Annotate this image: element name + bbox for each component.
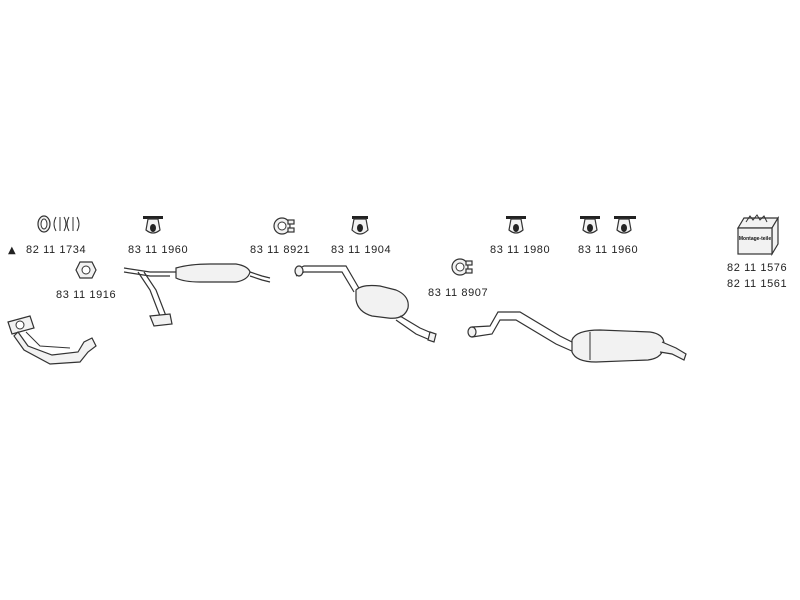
part-number-seal-ring: 83 11 1916 — [56, 289, 116, 301]
part-number-hanger-2: 83 11 1904 — [331, 244, 391, 256]
part-number-hanger-4: 83 11 1960 — [578, 244, 638, 256]
centre-silencer-section — [294, 265, 437, 343]
part-number-gasket-set: 82 11 1734 — [26, 244, 86, 256]
part-number-clamp-1: 83 11 8921 — [250, 244, 310, 256]
rubber-hanger-2-icon — [351, 216, 369, 235]
part-number-clamp-2: 83 11 8907 — [428, 287, 488, 299]
front-silencer-section — [123, 263, 271, 327]
pipe-clamp-1-icon — [273, 217, 295, 235]
part-number-mounting-kit-2: 82 11 1561 — [727, 278, 787, 290]
seal-ring-icon — [75, 261, 97, 279]
marker-triangle-icon: ▲ — [8, 245, 16, 256]
pipe-clamp-2-icon — [451, 258, 473, 276]
rubber-hanger-3-icon — [506, 216, 526, 234]
gasket-set-icon — [37, 215, 80, 233]
part-number-hanger-1: 83 11 1960 — [128, 244, 188, 256]
rubber-hanger-1-icon — [143, 216, 163, 234]
mounting-kit-box-icon — [736, 214, 780, 257]
part-number-mounting-kit-1: 82 11 1576 — [727, 262, 787, 274]
part-number-hanger-3: 83 11 1980 — [490, 244, 550, 256]
rubber-hanger-4-icon — [580, 216, 636, 234]
front-pipe — [7, 315, 97, 365]
rear-silencer-section — [467, 311, 687, 363]
kit-box-label: Montage-teile — [739, 236, 771, 242]
